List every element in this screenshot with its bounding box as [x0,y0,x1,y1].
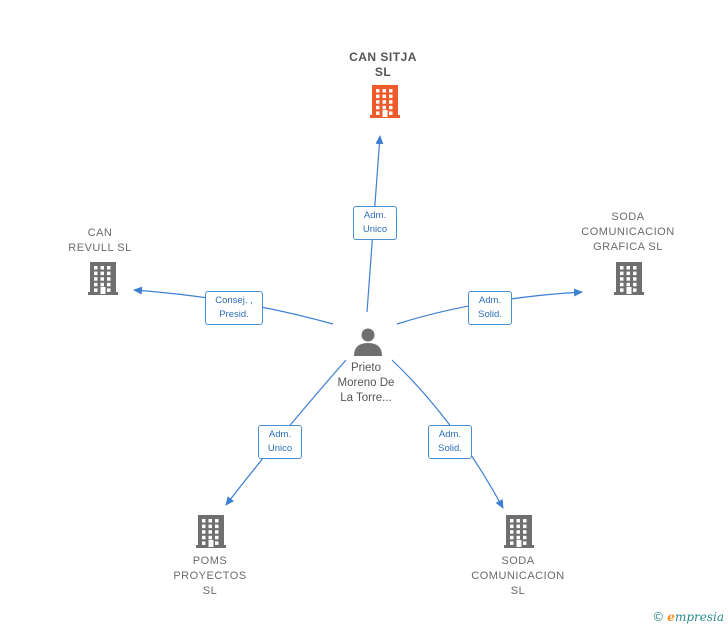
node-label-soda-grafica[interactable]: SODA COMUNICACION GRAFICA SL [581,211,675,253]
role-badge-poms: Adm. Unico [258,425,302,459]
copyright-symbol: © [652,610,665,624]
node-label-poms[interactable]: POMS PROYECTOS SL [173,555,247,597]
node-label-can-sitja[interactable]: CAN SITJA SL [349,50,417,79]
brand-name: mpresia [674,610,724,624]
person-icon [354,328,382,356]
role-badge-can-revull: Consej. , Presid. [205,291,263,325]
node-label-soda[interactable]: SODA COMUNICACION SL [471,555,565,597]
node-label-can-revull[interactable]: CAN REVULL SL [68,227,132,254]
role-badge-soda-grafica: Adm. Solid. [468,291,512,325]
building-icon-poms [196,515,226,548]
building-icon-can-revull [88,262,118,295]
building-icon-soda [504,515,534,548]
building-icon-soda-grafica [614,262,644,295]
brand-initial: e [667,610,675,624]
role-badge-can-sitja: Adm. Unico [353,206,397,240]
role-badge-soda: Adm. Solid. [428,425,472,459]
building-icon-can-sitja [370,85,400,118]
copyright-notice: ©empresia [652,610,724,624]
person-label[interactable]: Prieto Moreno De La Torre... [337,362,395,404]
